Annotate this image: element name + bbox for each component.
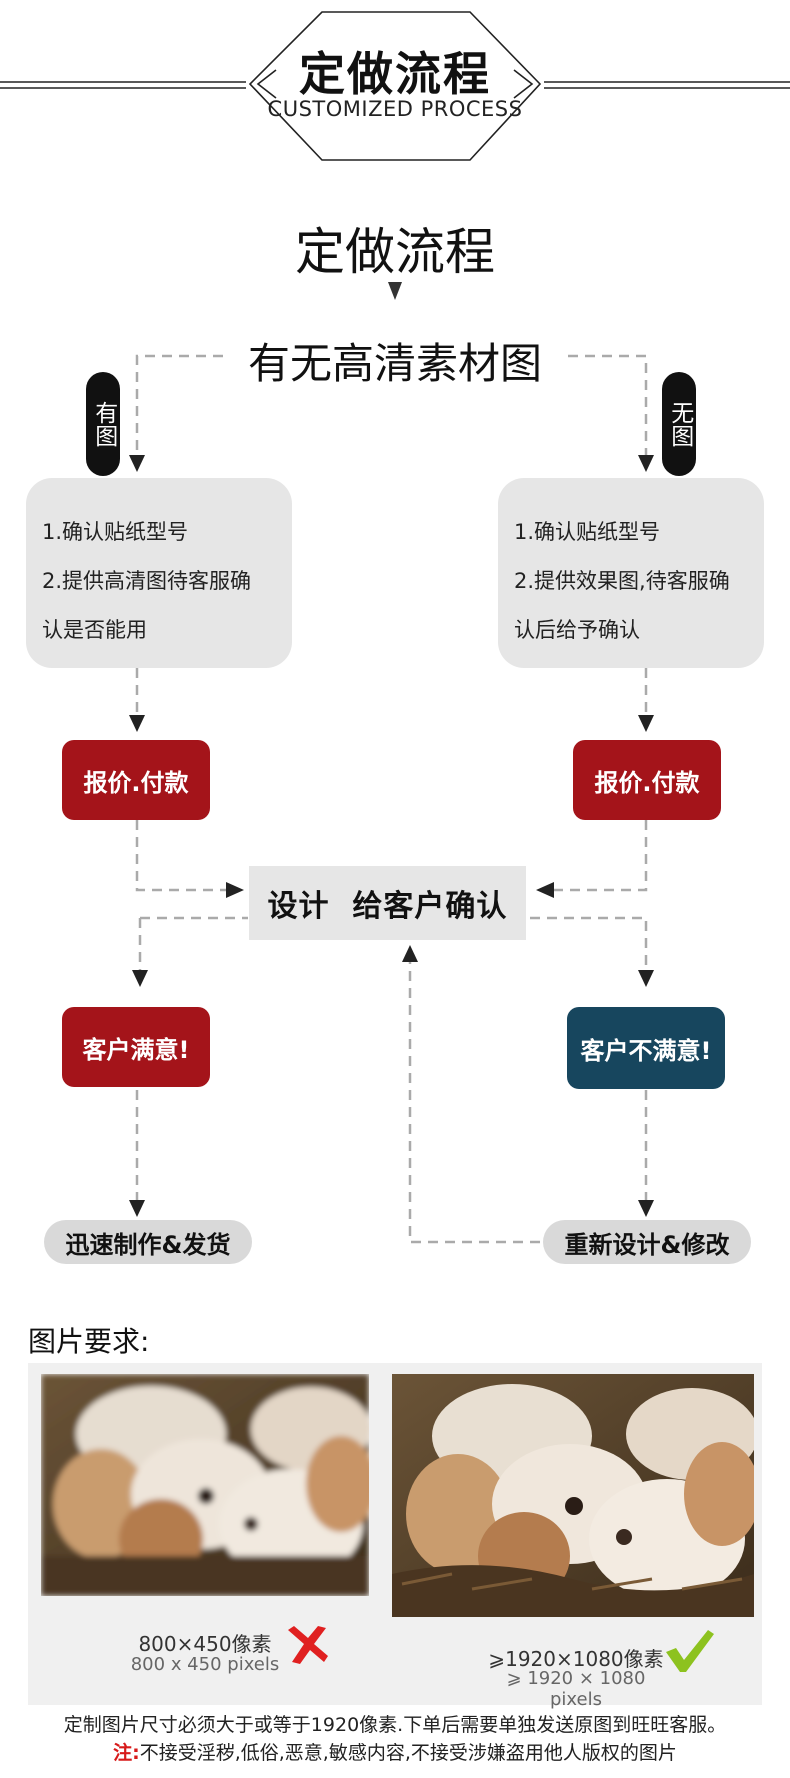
tag-has-image-label: 有图: [90, 401, 117, 447]
redesign-modify: 重新设计&修改: [543, 1220, 751, 1264]
tag-no-image-label: 无图: [666, 401, 693, 447]
left-step-3: 认是否能用: [42, 618, 147, 642]
fast-make-ship: 迅速制作&发货: [44, 1220, 252, 1264]
low-res-caption-en: 800 x 450 pixels: [130, 1654, 280, 1675]
title-arrow: [388, 282, 402, 300]
high-res-caption-cn: ⩾1920×1080像素: [488, 1647, 664, 1671]
quote-payment-left: 报价.付款: [62, 740, 210, 820]
quote-payment-right: 报价.付款: [573, 740, 721, 820]
tag-no-image: 无图: [662, 372, 696, 476]
puppies-photo-low-res: [41, 1374, 369, 1596]
right-step-1: 1.确认贴纸型号: [514, 520, 661, 544]
header-chevron-right: [513, 69, 534, 99]
right-step-3: 认后给予确认: [514, 618, 640, 642]
note-text: 不接受淫秽,低俗,恶意,敏感内容,不接受涉嫌盗用他人版权的图片: [139, 1742, 677, 1764]
header-chevron-left: [256, 69, 277, 99]
puppies-photo-high-res: [392, 1374, 754, 1617]
check-mark-icon: [666, 1630, 714, 1672]
tag-has-image: 有图: [86, 372, 120, 476]
right-steps-card: 1.确认贴纸型号 2.提供效果图,待客服确 认后给予确认: [498, 478, 764, 668]
header-title: 定做流程: [299, 47, 491, 101]
cross-mark-icon: [288, 1626, 328, 1664]
header-hexagon: [248, 11, 542, 161]
high-res-caption-en: ⩾ 1920 × 1080 pixels: [506, 1668, 646, 1710]
image-requirements-label: 图片要求:: [28, 1325, 150, 1358]
header-rule-right: [544, 81, 790, 89]
footer-size-note: 定制图片尺寸必须大于或等于1920像素.下单后需要单独发送原图到旺旺客服。: [63, 1714, 727, 1736]
customer-unsatisfied: 客户不满意!: [567, 1007, 725, 1089]
material-question: 有无高清素材图: [247, 339, 542, 388]
footer-content-note: 注:不接受淫秽,低俗,恶意,敏感内容,不接受涉嫌盗用他人版权的图片: [0, 1738, 790, 1765]
header-subtitle: CUSTOMIZED PROCESS: [267, 97, 523, 121]
left-steps-card: 1.确认贴纸型号 2.提供高清图待客服确 认是否能用: [26, 478, 292, 668]
customer-satisfied: 客户满意!: [62, 1007, 210, 1087]
left-step-2: 2.提供高清图待客服确: [42, 569, 252, 593]
header-rule-left: [0, 81, 246, 89]
note-label: 注:: [113, 1742, 140, 1764]
low-res-caption-cn: 800×450像素: [138, 1632, 272, 1656]
right-step-2: 2.提供效果图,待客服确: [514, 569, 730, 593]
left-step-1: 1.确认贴纸型号: [42, 520, 189, 544]
flow-title: 定做流程: [295, 223, 495, 281]
design-confirm-box: 设计 给客户确认: [249, 866, 526, 940]
